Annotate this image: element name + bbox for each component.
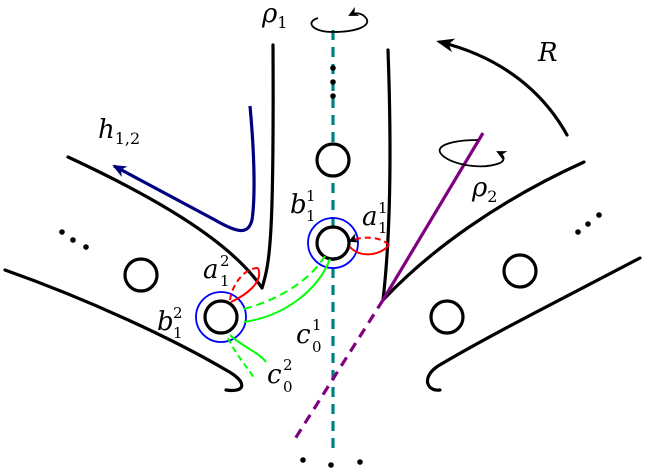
label-a11-sup: 1 [378,199,388,217]
label-rho2: ρ2 [471,173,497,206]
a12-curve-dashed [229,267,259,301]
c02-curve-solid [229,334,267,363]
label-b11-sup: 1 [306,187,316,205]
dots-bottom [300,457,363,468]
hole-left-b12 [203,299,239,335]
hole-center-b11 [315,225,351,261]
label-b11-sub: 1 [306,207,316,225]
label-c01-sup: 1 [312,316,322,334]
label-a11-main: a [362,202,378,232]
label-a12-sub: 1 [220,272,230,290]
label-a11-sub: 1 [378,219,388,237]
label-c01-sub: 0 [312,338,322,356]
label-c01-main: c [296,320,311,350]
label-c02-sub: 0 [283,378,293,396]
label-b11-main: b [290,190,307,220]
c01-curve-dashed [239,255,326,311]
rotation-R-arrow [436,38,569,137]
rho2-axis-dashed [291,299,385,443]
label-a12-sup: 2 [220,252,230,270]
b11-curve [307,217,359,269]
rho1-rotation-arrow [310,6,369,33]
dots-left [59,229,89,250]
surface-boundary-left-arm-upper [66,43,275,290]
label-b12-sup: 2 [173,304,183,322]
h12-curve [112,105,256,233]
a11-curve-solid [349,244,390,256]
label-c02-main: c [267,360,282,390]
rho2-axis-solid [381,132,485,301]
label-c02-sup: 2 [283,356,293,374]
label-b12-main: b [157,307,174,337]
c01-curve-solid [243,258,331,323]
surface-boundary-left-arm-lower [3,268,244,393]
hole-top-center [315,142,351,178]
rho2-rotation-arrow [438,139,508,168]
surface-boundary-right-arm-lower [425,256,642,392]
label-R: R [537,38,558,68]
c02-curve-dashed [227,337,255,379]
b12-curve [195,291,247,343]
hole-right-lower [429,299,465,335]
a11-curve-dashed [348,233,390,246]
dots-top-center [330,65,336,99]
label-h12: h1,2 [98,115,140,148]
label-a12-main: a [203,255,219,285]
hole-left-arm [123,257,159,293]
label-rho1: ρ1 [261,0,287,32]
label-b12-sub: 1 [173,324,183,342]
hole-right-upper [502,253,538,289]
a12-curve-solid [230,267,261,303]
dots-right [575,212,602,235]
